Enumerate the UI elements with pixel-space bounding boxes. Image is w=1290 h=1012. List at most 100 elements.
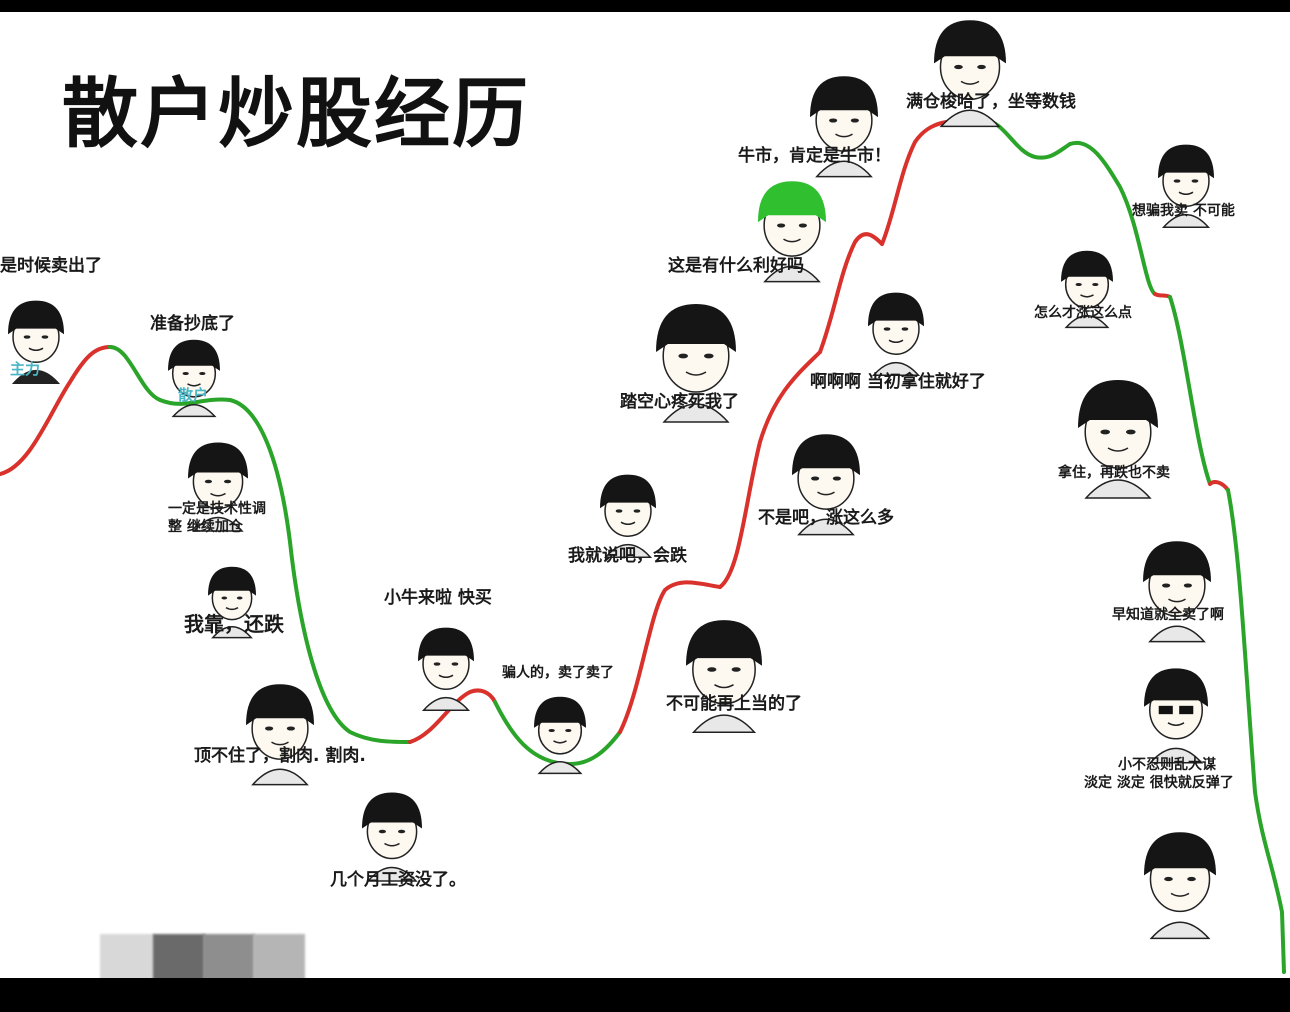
eye-shape xyxy=(1100,429,1110,435)
mouth-shape xyxy=(1080,294,1094,298)
eye-shape xyxy=(777,223,786,228)
body-shape xyxy=(421,696,471,711)
eye-shape xyxy=(829,118,838,123)
eye-shape xyxy=(798,223,807,228)
retail-tag: 散户 xyxy=(178,386,209,404)
eye-shape xyxy=(41,335,49,339)
retail-meme-face-icon xyxy=(418,627,474,711)
mouth-shape xyxy=(1168,598,1186,603)
retail-meme-face-icon xyxy=(868,292,924,376)
retail-meme-face-icon xyxy=(534,696,586,775)
hair-shape xyxy=(1143,541,1211,583)
retail-meme-face-icon xyxy=(656,304,736,423)
caption-bottom-fish: 准备抄底了 xyxy=(150,314,235,334)
hair-shape xyxy=(686,620,762,666)
body-shape xyxy=(171,403,217,418)
caption-still-falling: 我靠，还跌 xyxy=(184,612,284,636)
retail-meme-face-icon xyxy=(1143,541,1211,643)
body-shape xyxy=(871,361,921,376)
eye-shape xyxy=(901,327,909,331)
eye-shape xyxy=(224,479,232,484)
meme-canvas: 散户炒股经历 主力 散户 是时候卖出了 准备抄底了 一定是技术性调 整 继续加仓… xyxy=(0,12,1290,978)
caption-cut-loss: 顶不住了，割肉. 割肉. xyxy=(194,746,366,766)
caption-trick-me: 想骗我卖 不可能 xyxy=(1132,203,1235,219)
curve-segment-fall xyxy=(228,398,412,744)
mouth-shape xyxy=(620,521,636,526)
eye-shape xyxy=(548,728,555,733)
eye-shape xyxy=(954,64,963,70)
mouth-shape xyxy=(1178,191,1194,196)
eye-shape xyxy=(265,726,274,731)
caption-missed: 踏空心疼死我了 xyxy=(620,392,739,412)
hair-shape xyxy=(208,566,256,596)
body-shape xyxy=(1149,921,1211,940)
retail-meme-face-icon xyxy=(1144,668,1208,764)
eye-shape xyxy=(704,353,714,359)
mouth-shape xyxy=(960,80,980,85)
mouth-shape xyxy=(271,741,289,746)
caption-sell-time: 是时候卖出了 xyxy=(0,256,102,276)
eye-shape xyxy=(707,667,717,672)
retail-meme-face-icon xyxy=(1061,250,1113,329)
caption-technical-adj-1: 一定是技术性调 xyxy=(168,501,266,517)
mouth-shape xyxy=(553,740,567,744)
mouth-shape xyxy=(685,371,707,376)
eye-shape xyxy=(832,476,841,481)
mouth-shape xyxy=(1167,722,1185,726)
main-force-face-icon xyxy=(8,300,64,384)
mouth-shape xyxy=(1170,892,1190,897)
retail-meme-face-icon xyxy=(600,474,656,558)
eye-shape xyxy=(1173,179,1181,183)
eye-shape xyxy=(199,371,206,376)
page-title: 散户炒股经历 xyxy=(62,69,530,158)
eye-shape xyxy=(398,829,406,834)
body-shape xyxy=(211,626,253,639)
hair-shape xyxy=(600,474,656,509)
eye-shape xyxy=(565,728,572,733)
curve-segment-rise xyxy=(408,688,497,744)
eye-shape xyxy=(850,118,859,123)
body-shape xyxy=(1148,747,1204,764)
curve-segment-rise xyxy=(1153,292,1172,299)
caption-never-again: 不可能再上当的了 xyxy=(666,694,802,714)
hair-shape xyxy=(792,434,860,476)
helmet-shape xyxy=(758,181,826,223)
body-shape xyxy=(763,265,821,283)
retail-meme-face-icon xyxy=(246,684,314,786)
body-shape xyxy=(1064,314,1110,329)
hair-shape xyxy=(362,792,422,829)
retail-meme-face-icon xyxy=(362,792,422,882)
blurred-artifact xyxy=(153,934,205,978)
mouth-shape xyxy=(438,674,454,679)
caption-hold-on: 拿住，再跌也不卖 xyxy=(1058,465,1170,481)
eye-shape xyxy=(378,829,386,834)
retail-meme-face-icon xyxy=(758,181,826,283)
mouth-shape xyxy=(225,606,239,611)
caption-patience-2: 淡定 淡定 很快就反弹了 xyxy=(1084,775,1234,791)
caption-should-held: 啊啊啊 当初拿住就好了 xyxy=(810,372,986,392)
hair-shape xyxy=(656,304,736,352)
caption-months-salary: 几个月工资没了。 xyxy=(330,870,466,890)
eye-shape xyxy=(1191,179,1199,183)
eye-shape xyxy=(615,509,623,513)
mouth-shape xyxy=(210,492,226,497)
body-shape xyxy=(1084,479,1152,499)
caption-technical-adj-2: 整 继续加仓 xyxy=(168,519,243,535)
eye-shape xyxy=(731,667,741,672)
eye-shape xyxy=(883,327,891,331)
retail-meme-face-icon xyxy=(1158,144,1214,228)
mouth-shape xyxy=(714,684,734,689)
caption-small-bull: 小牛来啦 快买 xyxy=(384,588,492,608)
curve-segment-rise xyxy=(0,345,112,476)
eye-shape xyxy=(633,509,641,513)
curve-segment-rise xyxy=(818,232,884,354)
curve-segment-fall xyxy=(108,345,232,406)
retail-meme-face-icon xyxy=(1078,380,1158,499)
retail-meme-face-icon xyxy=(1144,832,1216,940)
caption-no-way: 不是吧，涨这么多 xyxy=(758,508,894,528)
mouth-shape xyxy=(384,842,400,847)
eye-shape xyxy=(221,596,228,600)
hair-shape xyxy=(188,442,248,479)
blurred-artifact xyxy=(203,934,255,978)
mouth-shape xyxy=(888,339,904,344)
